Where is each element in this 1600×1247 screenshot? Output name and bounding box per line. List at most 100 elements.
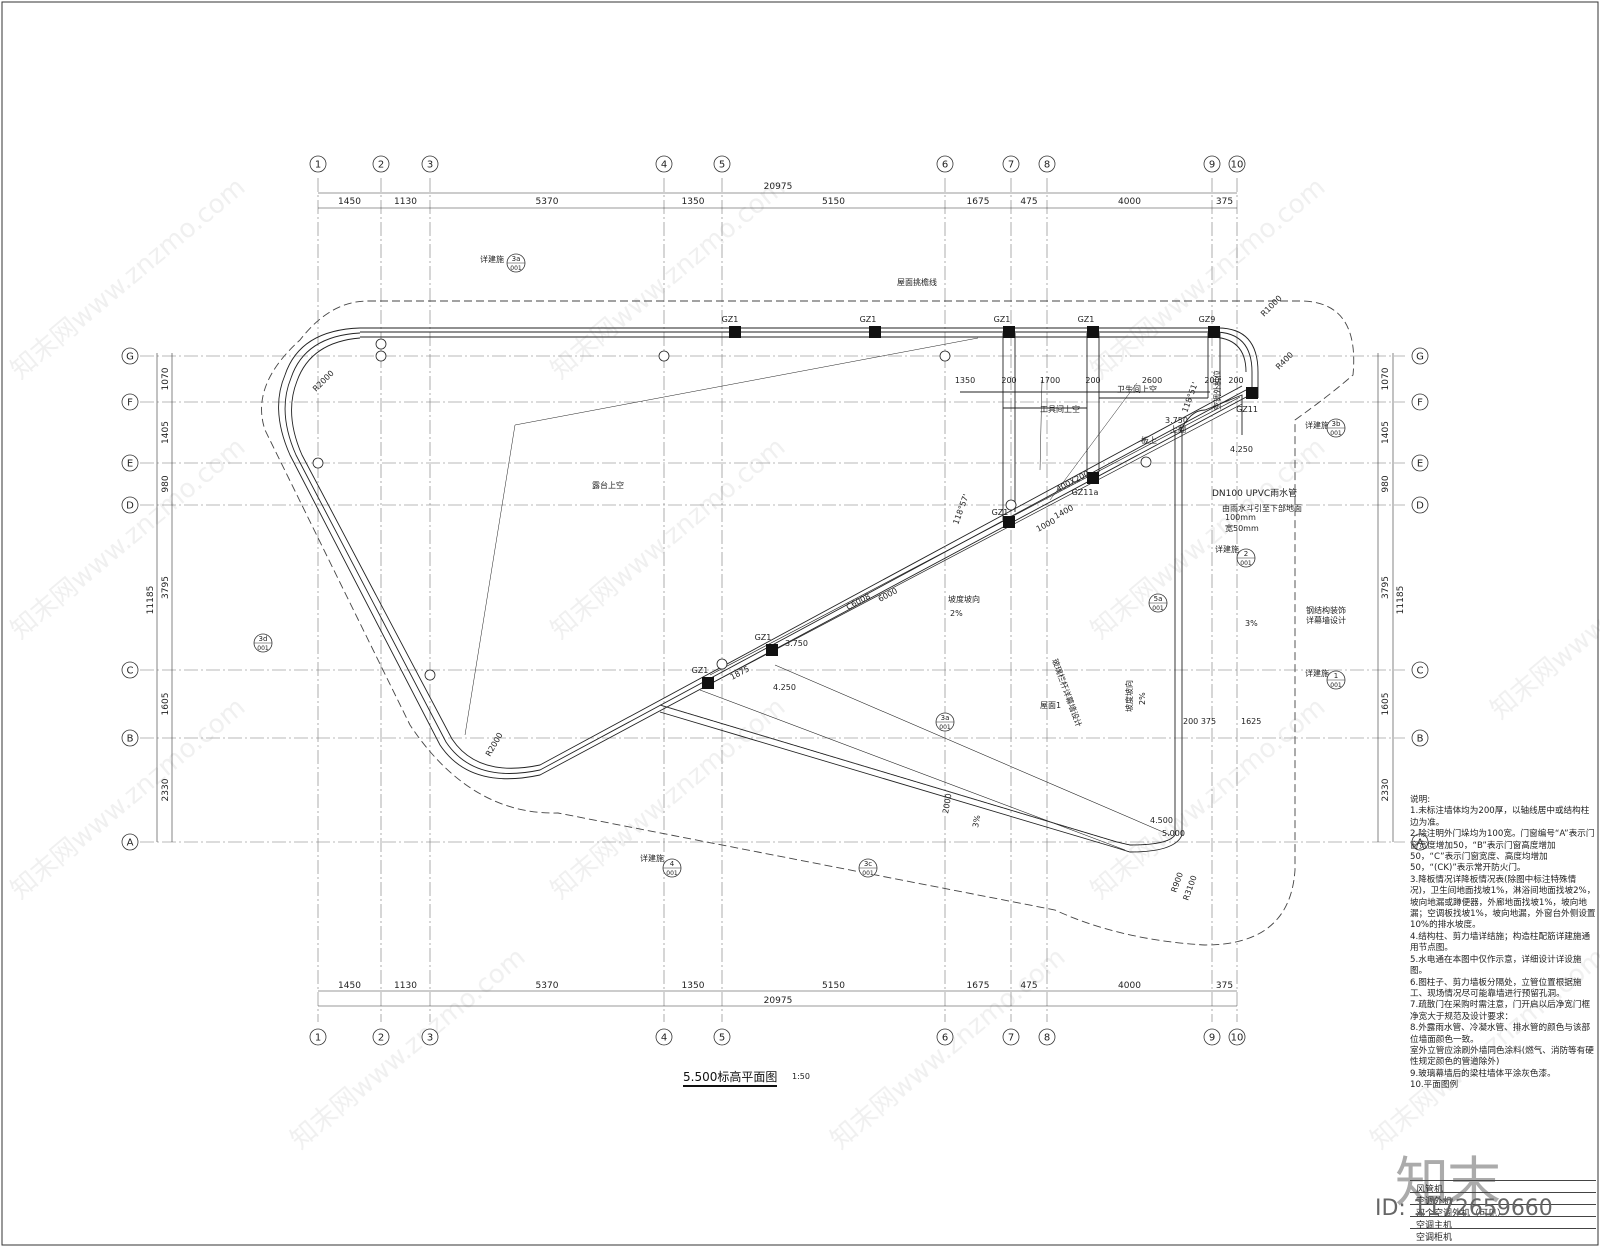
round-column-1 [375,350,387,362]
label-elev_3750: 3.750 [1165,416,1188,425]
notes-heading: 说明: [1410,795,1431,805]
axis-bubble-left-C-label: C [127,666,134,677]
axis-bubble-top-10-circle [1228,155,1246,173]
axis-bubble-right-A-circle [1411,833,1429,851]
left-overall-dim: 11185 [146,586,156,615]
axis-bubble-bottom-7-circle [1002,1028,1020,1046]
axis-bubble-bottom-5-circle [713,1028,731,1046]
interior-dim-1: 200 [1001,376,1016,385]
axis-bubble-bottom-3-label: 3 [427,1033,433,1044]
column-7 [1003,516,1015,528]
note-item: 5.水电通在本图中仅作示意，详细设计详设施图。 [1410,954,1582,977]
label-elev_4250: 4.250 [1230,445,1253,454]
bottom-dim-0: 1450 [338,981,361,991]
note-item: 9.玻璃幕墙后的梁柱墙体平涂灰色漆。 [1410,1068,1556,1079]
right-dim-3: 3795 [1381,576,1391,599]
label-elev_3750: 3.750 [785,639,808,648]
watermark-text-5: 知末网www.znzmo.com [1085,432,1331,645]
axis-bubble-bottom-9-label: 9 [1209,1033,1215,1044]
label-elev_4500: 4.500 [1150,816,1173,825]
label-elev_4250: 4.250 [773,683,796,692]
axis-bubble-right-G-label: G [1416,352,1424,363]
column-5 [1246,387,1258,399]
axis-bubble-top-4-label: 4 [661,160,667,171]
column-6 [1087,472,1099,484]
axis-bubble-right-B-circle [1411,729,1429,747]
drawing-title: 5.500标高平面图 [683,1068,778,1087]
column-label-4: GZ9 [1199,315,1216,324]
left-dim-3: 3795 [161,576,171,599]
bottom-dim-4: 5150 [822,981,845,991]
axis-bubble-left-E-label: E [127,459,133,470]
axis-bubble-bottom-1-circle [309,1028,327,1046]
axis-bubble-bottom-6-label: 6 [942,1033,948,1044]
axis-bubble-bottom-1-label: 1 [315,1033,321,1044]
top-dim-3: 1350 [682,197,705,207]
top-overall-dim: 20975 [764,182,793,192]
detail-ref-3-bottom: 001 [1330,682,1342,689]
axis-bubble-bottom-6-circle [936,1028,954,1046]
label-r_900: R900 [1169,871,1185,894]
detail-ref-1-top: 3b [1332,420,1341,428]
bottom-dim-1: 1130 [394,981,417,991]
label-see_detail: 详建施 [1305,420,1329,430]
label-drain_note1: 由雨水斗引至下部地面 [1222,503,1302,513]
detail-ref-8-bottom: 001 [939,724,951,731]
interior-dim-2: 1700 [1040,376,1060,385]
right-dim-4: 1605 [1381,693,1391,716]
axis-bubble-bottom-2-label: 2 [378,1033,384,1044]
column-label-5: GZ11 [1236,405,1258,414]
detail-ref-7-bottom: 001 [1152,605,1164,612]
interior-dim-5: 200 [1204,376,1219,385]
axis-bubble-bottom-10-label: 10 [1231,1033,1244,1044]
axis-bubble-left-F-label: F [127,398,133,409]
label-r_3100: R3100 [1181,874,1198,901]
label-see_detail: 详建施 [1215,544,1239,554]
axis-bubble-top-5-label: 5 [719,160,725,171]
interior-dim-4: 2600 [1142,376,1162,385]
axis-bubble-top-2-label: 2 [378,160,384,171]
axis-bubble-bottom-8-circle [1038,1028,1056,1046]
axis-bubble-left-D-label: D [126,501,134,512]
watermark-id: ID: 1172659660 [1375,1196,1553,1221]
column-label-9: GZ1 [692,666,709,675]
watermark-text-4: 知末网www.znzmo.com [545,432,791,645]
detail-ref-0-top: 3a [512,255,521,263]
label-see_detail: 详建施 [640,853,664,863]
axis-grid [140,178,1405,1022]
label-glass_handrail: 玻璃栏杆详幕墙设计 [1050,657,1084,728]
interior-dim-6: 200 [1228,376,1243,385]
left-dim-2: 980 [161,475,171,492]
axis-bubble-left-D-circle [121,496,139,514]
label-r_2000: R2000 [484,731,505,758]
label-drain_note3: 100mm [1225,513,1256,522]
bottom-overall-dim: 20975 [764,996,793,1006]
label-up_slab: 上翻 [1170,425,1186,434]
interior-dim-3: 200 [1085,376,1100,385]
detail-ref-6-top: 3d [259,635,268,643]
label-balcony_void: 露台上空 [592,480,624,490]
label-angle_b: 118°51' [1180,381,1199,414]
axis-bubble-right-G-circle [1411,347,1429,365]
axis-bubble-top-7-label: 7 [1008,160,1014,171]
column-label-1: GZ1 [860,315,877,324]
axis-bubble-top-3-circle [421,155,439,173]
axis-bubble-right-D-circle [1411,496,1429,514]
legend-label: 空调柜机 [1416,1233,1453,1243]
left-dim-0: 1070 [161,367,171,390]
axis-bubble-top-6-circle [936,155,954,173]
detail-ref-8-top: 3a [941,714,950,722]
note-item: 8.外露雨水管、冷凝水管、排水管的颜色与该部位墙面颜色一致。 [1410,1023,1591,1045]
round-column-0 [375,338,387,350]
axis-bubble-right-E-circle [1411,454,1429,472]
label-r_1000: R1000 [1259,294,1284,319]
axis-bubble-left-E-circle [121,454,139,472]
dimension-text: 1450145011301130537053701350135051505150… [146,182,1406,1006]
axis-bubble-left-G-label: G [126,352,134,363]
notes-list: 1.未标注墙体均为200厚，以轴线居中或结构柱边为准。2.除注明外门垛均为100… [1410,806,1596,1091]
column-label-0: GZ1 [722,315,739,324]
interior-dim-0: 1350 [955,376,975,385]
axis-bubble-top-4-circle [655,155,673,173]
